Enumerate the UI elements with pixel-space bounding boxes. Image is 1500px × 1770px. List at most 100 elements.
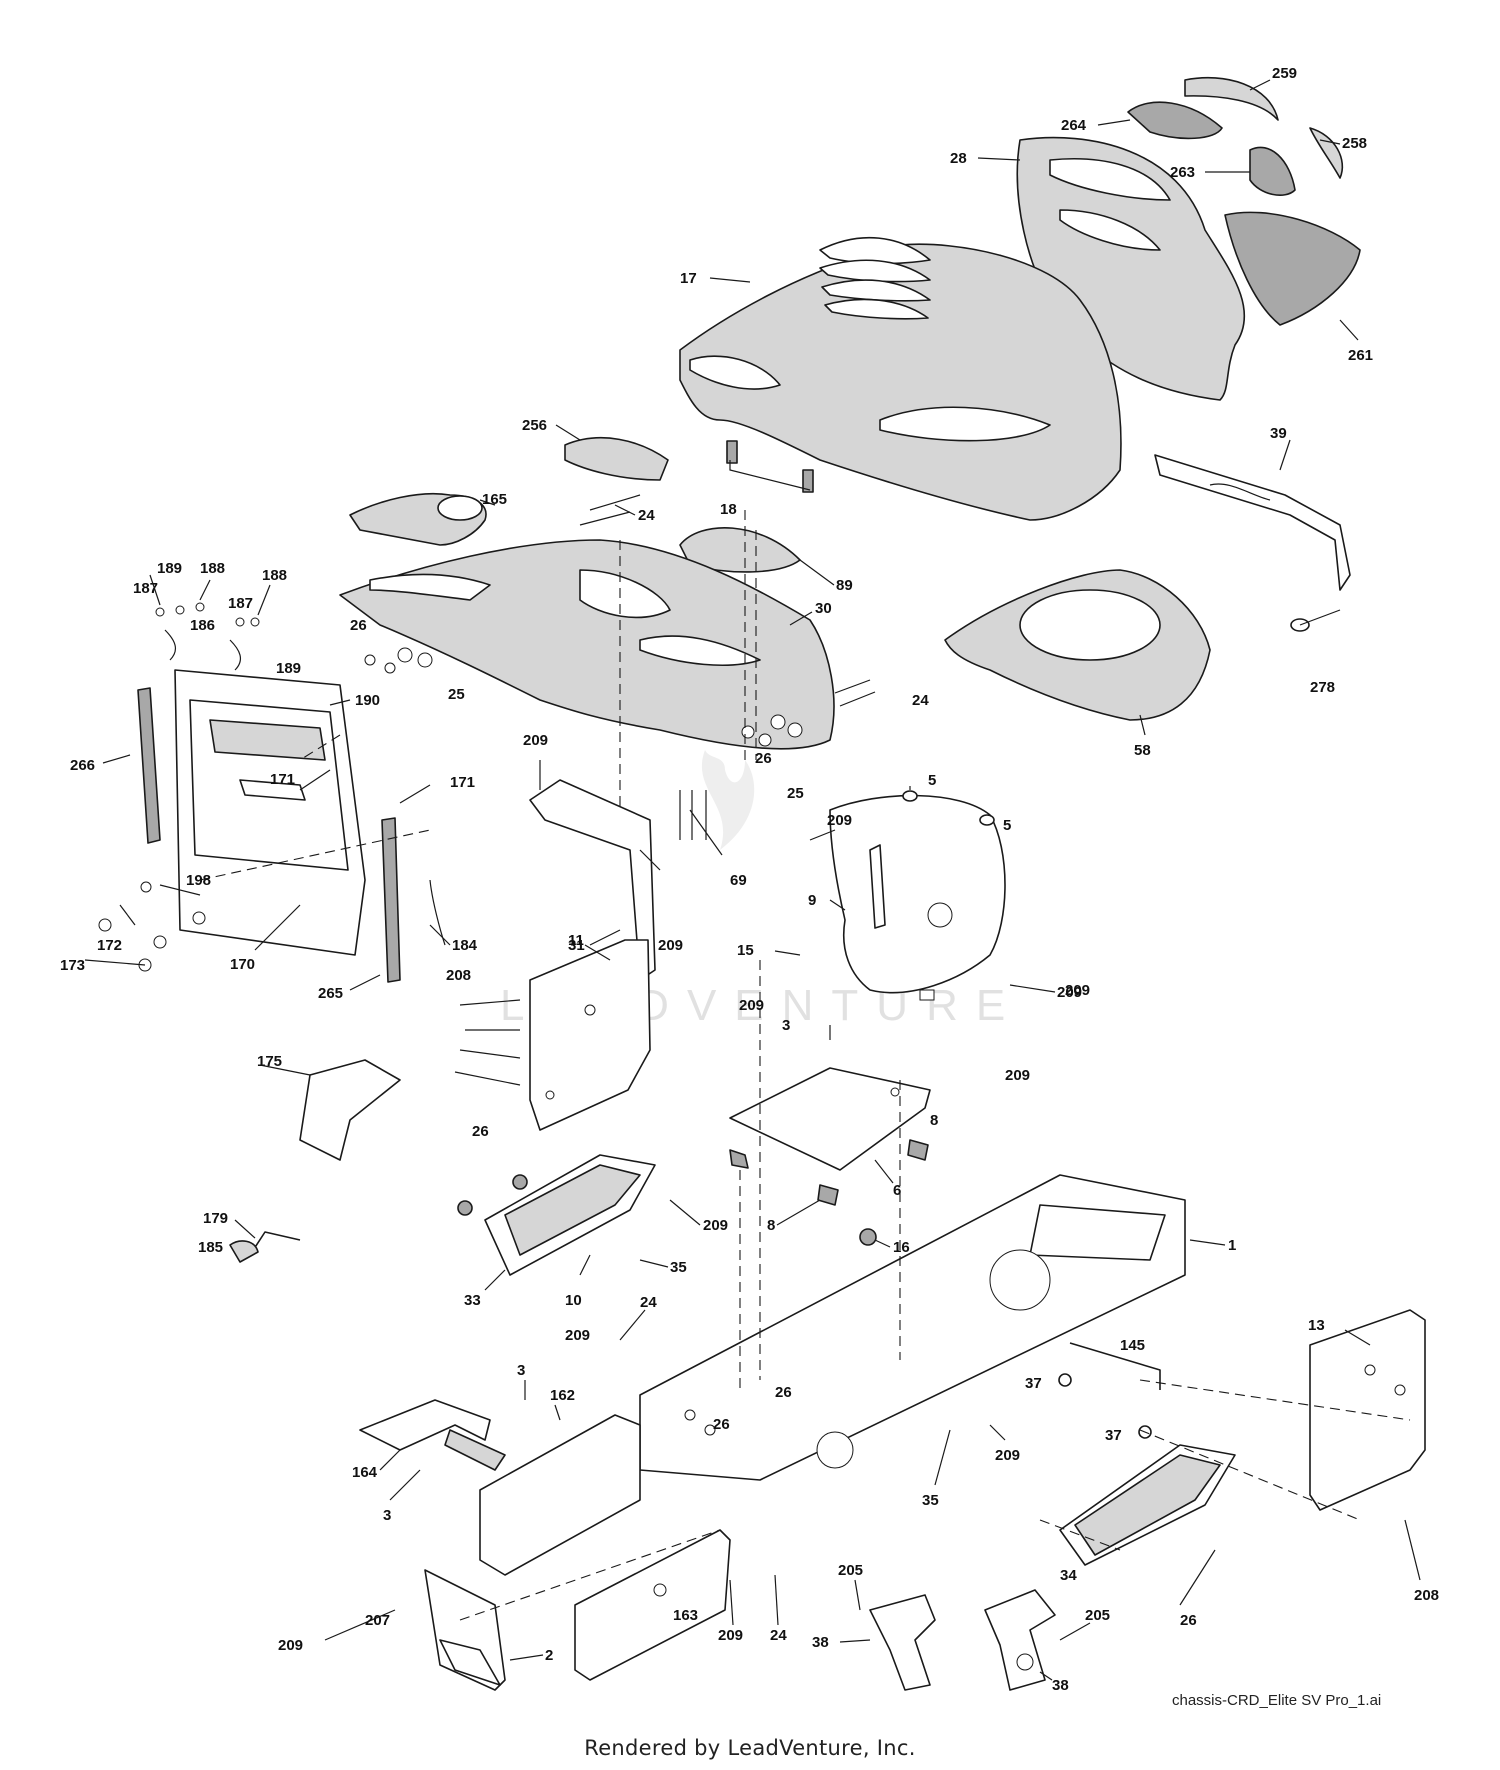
- callout-label: 35: [922, 1492, 939, 1509]
- callout-label: 208: [446, 967, 471, 984]
- callout-label: 26: [350, 617, 367, 634]
- callout-label: 34: [1060, 1567, 1077, 1584]
- callout-label: 186: [190, 617, 215, 634]
- callout-label: 265: [318, 985, 343, 1002]
- callouts: 259 264 258 28 263 261 17 256 18 165 24 …: [60, 65, 1439, 1694]
- part-plate-162: [479, 1414, 641, 1576]
- callout-label: 164: [352, 1464, 378, 1481]
- callout-label: 38: [812, 1634, 829, 1651]
- callout-label: 24: [640, 1294, 657, 1311]
- part-rod-145: [1069, 1342, 1161, 1390]
- part-hood: [679, 236, 1122, 521]
- callout-label: 209: [995, 1447, 1020, 1464]
- part-hood-bumpers: [726, 440, 814, 493]
- callout-label: 208: [1414, 1587, 1439, 1604]
- callout-label: 35: [670, 1259, 687, 1276]
- part-headlight-lens: [1184, 76, 1279, 121]
- part-grommets-5: [902, 790, 995, 826]
- callout-label: 25: [448, 686, 465, 703]
- callout-label: 24: [912, 692, 929, 709]
- callout-label: 17: [680, 270, 697, 287]
- part-bolts-69: [679, 790, 723, 856]
- callout-label: 26: [755, 750, 772, 767]
- callout-label: 3: [517, 1362, 525, 1379]
- diagram-file-label: chassis-CRD_Elite SV Pro_1.ai: [1172, 1692, 1382, 1709]
- part-bracket-38-right: [984, 1589, 1056, 1691]
- part-side-strip-left: [137, 687, 161, 844]
- part-side-plate-11: [529, 939, 651, 1131]
- callout-label: 209: [278, 1637, 303, 1654]
- part-grille-frame: [1016, 136, 1246, 401]
- callout-label: 33: [464, 1292, 481, 1309]
- callout-label: 25: [787, 785, 804, 802]
- part-hood-bracket: [1154, 454, 1351, 591]
- part-tank-shield: [829, 794, 1006, 1001]
- callout-label: 171: [450, 774, 475, 791]
- callout-label: 209: [703, 1217, 728, 1234]
- callout-label: 187: [228, 595, 253, 612]
- part-dash-panel: [174, 669, 366, 956]
- callout-label: 89: [836, 577, 853, 594]
- callout-label: 5: [1003, 817, 1011, 834]
- part-plate-163: [574, 1529, 731, 1681]
- part-grille-mesh: [1224, 211, 1361, 326]
- part-battery-plate: [729, 1067, 931, 1171]
- part-lever-179: [229, 1231, 301, 1263]
- callout-label: 28: [950, 150, 967, 167]
- part-clips-8: [729, 1139, 929, 1206]
- part-side-plate-13: [1309, 1309, 1426, 1511]
- callout-label: 31: [568, 937, 585, 954]
- callout-label: 209: [1065, 982, 1090, 999]
- callout-label: 39: [1270, 425, 1287, 442]
- callout-label: 5: [928, 772, 936, 789]
- part-cup-holder: [349, 492, 487, 546]
- callout-label: 264: [1061, 117, 1087, 134]
- callout-label: 2: [545, 1647, 553, 1664]
- callout-label: 173: [60, 957, 85, 974]
- part-panel-cover: [679, 527, 801, 573]
- callout-label: 26: [775, 1384, 792, 1401]
- part-nut-16: [859, 1228, 877, 1246]
- callout-label: 209: [718, 1627, 743, 1644]
- part-bracket-2: [424, 1569, 506, 1691]
- callout-label: 175: [257, 1053, 282, 1070]
- callout-label: 69: [730, 872, 747, 889]
- callout-label: 261: [1348, 347, 1373, 364]
- part-pedal-33: [484, 1154, 656, 1276]
- callout-label: 209: [658, 937, 683, 954]
- callout-label: 3: [782, 1017, 790, 1034]
- callout-label: 258: [1342, 135, 1367, 152]
- callout-label: 18: [720, 501, 737, 518]
- part-fuel-cover: [564, 437, 669, 481]
- callout-label: 259: [1272, 65, 1297, 82]
- callout-label: 9: [808, 892, 816, 909]
- callout-label: 10: [565, 1292, 582, 1309]
- callout-label: 187: [133, 580, 158, 597]
- callout-label: 37: [1105, 1427, 1122, 1444]
- assembly-lines: [199, 510, 1411, 1621]
- callout-label: 38: [1052, 1677, 1069, 1694]
- callout-label: 188: [200, 560, 225, 577]
- callout-label: 209: [1057, 984, 1082, 1001]
- part-side-strip-right: [381, 817, 401, 983]
- callout-label: 162: [550, 1387, 575, 1404]
- callout-label: 37: [1025, 1375, 1042, 1392]
- callout-label: 163: [673, 1607, 698, 1624]
- callout-label: 58: [1134, 742, 1151, 759]
- callout-label: 172: [97, 937, 122, 954]
- callout-label: 13: [1308, 1317, 1325, 1334]
- callout-label: 185: [198, 1239, 223, 1256]
- callout-label: 170: [230, 956, 255, 973]
- part-shield-175: [299, 1059, 401, 1161]
- callout-label: 8: [767, 1217, 775, 1234]
- callout-label: 1: [1228, 1237, 1236, 1254]
- callout-label: 24: [638, 507, 655, 524]
- callout-label: 16: [893, 1239, 910, 1256]
- footer-credit: Rendered by LeadVenture, Inc.: [584, 1736, 916, 1760]
- callout-label: 3: [383, 1507, 391, 1524]
- callout-label: 8: [930, 1112, 938, 1129]
- part-bracket-38-left: [869, 1594, 936, 1691]
- callout-label: 6: [893, 1182, 901, 1199]
- callout-label: 190: [355, 692, 380, 709]
- callout-label: 188: [262, 567, 287, 584]
